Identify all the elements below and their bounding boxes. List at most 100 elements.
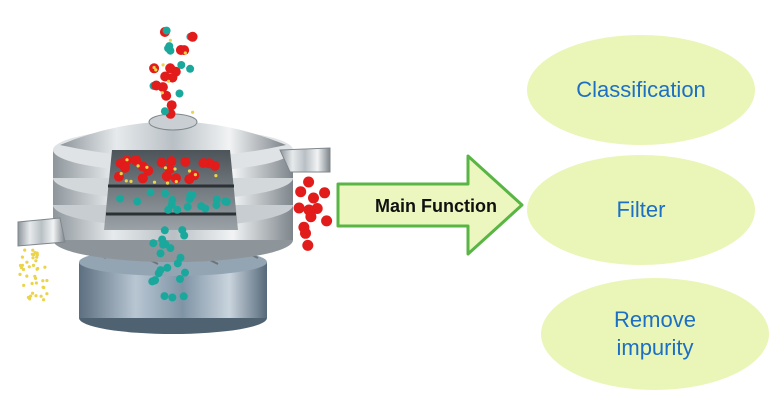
fine-particle — [174, 180, 178, 184]
outlet-right — [279, 147, 331, 173]
red-particle — [137, 173, 148, 184]
red-particle — [171, 173, 181, 184]
fine-particle — [21, 267, 26, 272]
teal-particle — [160, 107, 169, 116]
fine-particle — [161, 63, 165, 67]
teal-particle — [175, 89, 184, 98]
red-particle — [198, 158, 209, 168]
teal-particle — [146, 188, 155, 197]
teal-particle — [186, 64, 195, 73]
function-remove-impurity: Remove impurity — [541, 278, 769, 390]
fine-particle — [18, 263, 23, 268]
red-particle — [293, 202, 305, 214]
teal-particle — [149, 239, 158, 248]
red-particle — [130, 155, 141, 165]
function-label: Remove impurity — [614, 307, 696, 360]
function-filter: Filter — [527, 155, 755, 265]
red-particle — [119, 162, 130, 173]
teal-particle — [156, 249, 165, 258]
red-particle — [165, 63, 176, 74]
teal-particle — [173, 205, 182, 214]
function-label: Classification — [576, 77, 706, 102]
teal-particle — [183, 202, 192, 211]
teal-particle — [168, 293, 177, 302]
arrow-label: Main Function — [375, 196, 497, 216]
teal-particle — [166, 244, 175, 253]
fine-particle — [35, 251, 39, 255]
teal-particle — [181, 268, 189, 277]
function-classification: Classification — [527, 35, 755, 145]
fine-particle — [168, 38, 172, 42]
fine-particle — [152, 180, 157, 184]
teal-particle — [188, 191, 197, 199]
fine-particle — [45, 278, 49, 283]
red-particle — [166, 156, 177, 167]
teal-particle — [160, 292, 169, 301]
function-label: Filter — [616, 197, 666, 222]
fine-particle — [39, 294, 43, 298]
red-particle — [180, 156, 191, 167]
fine-particle — [20, 255, 24, 259]
fine-particle — [31, 248, 35, 252]
fine-particle — [34, 259, 38, 263]
fine-particle — [163, 166, 168, 170]
fine-particle — [173, 167, 177, 171]
fine-particle — [119, 172, 123, 176]
fine-particle — [160, 91, 164, 95]
teal-particle — [176, 253, 185, 262]
fine-particle — [27, 265, 31, 269]
red-particle — [160, 71, 171, 82]
teal-particle — [156, 266, 165, 275]
fine-particle — [25, 274, 29, 278]
fine-particle — [42, 286, 46, 290]
teal-particle — [162, 26, 171, 35]
red-particle — [156, 157, 167, 168]
fine-particle — [25, 260, 29, 264]
red-particle — [319, 187, 331, 199]
teal-particle — [164, 44, 173, 53]
fine-particle — [26, 295, 30, 299]
red-particle — [303, 176, 315, 188]
red-particle — [308, 192, 319, 204]
fine-particle — [187, 169, 192, 173]
teal-particle — [161, 189, 170, 198]
fine-particle — [124, 179, 128, 183]
fine-particle — [125, 158, 129, 162]
red-particle — [300, 227, 311, 239]
red-particle — [166, 100, 177, 111]
teal-particle — [163, 263, 172, 272]
fine-particle — [23, 248, 27, 252]
fine-particle — [18, 272, 22, 276]
teal-particle — [221, 197, 230, 206]
red-particle — [137, 161, 148, 172]
fine-particle — [45, 292, 49, 296]
fine-particle — [36, 266, 40, 271]
fine-particle — [30, 291, 35, 295]
fine-particle — [22, 283, 26, 287]
teal-particle — [212, 201, 221, 209]
fine-particle — [145, 165, 149, 169]
teal-particle — [158, 235, 167, 244]
fine-particle — [35, 255, 39, 259]
teal-particle — [168, 196, 177, 204]
red-particle — [161, 171, 172, 182]
red-particle — [187, 31, 198, 42]
teal-particle — [197, 202, 206, 211]
fine-particle — [31, 263, 36, 267]
fine-particle — [31, 256, 35, 260]
fine-particle — [165, 181, 170, 185]
fine-particle — [42, 298, 46, 302]
fine-particle — [33, 274, 37, 278]
fine-particle — [183, 51, 187, 55]
fine-particle — [129, 179, 133, 183]
fine-particle — [191, 110, 195, 114]
teal-particle — [176, 275, 184, 283]
fine-particle — [136, 164, 140, 168]
teal-particle — [164, 205, 173, 214]
teal-particle — [160, 226, 169, 235]
outlet-left — [17, 217, 66, 247]
particle-stream — [18, 26, 333, 302]
teal-particle — [151, 276, 160, 285]
fine-particle — [193, 173, 197, 177]
vibrating-sieve-illustration — [17, 26, 333, 334]
